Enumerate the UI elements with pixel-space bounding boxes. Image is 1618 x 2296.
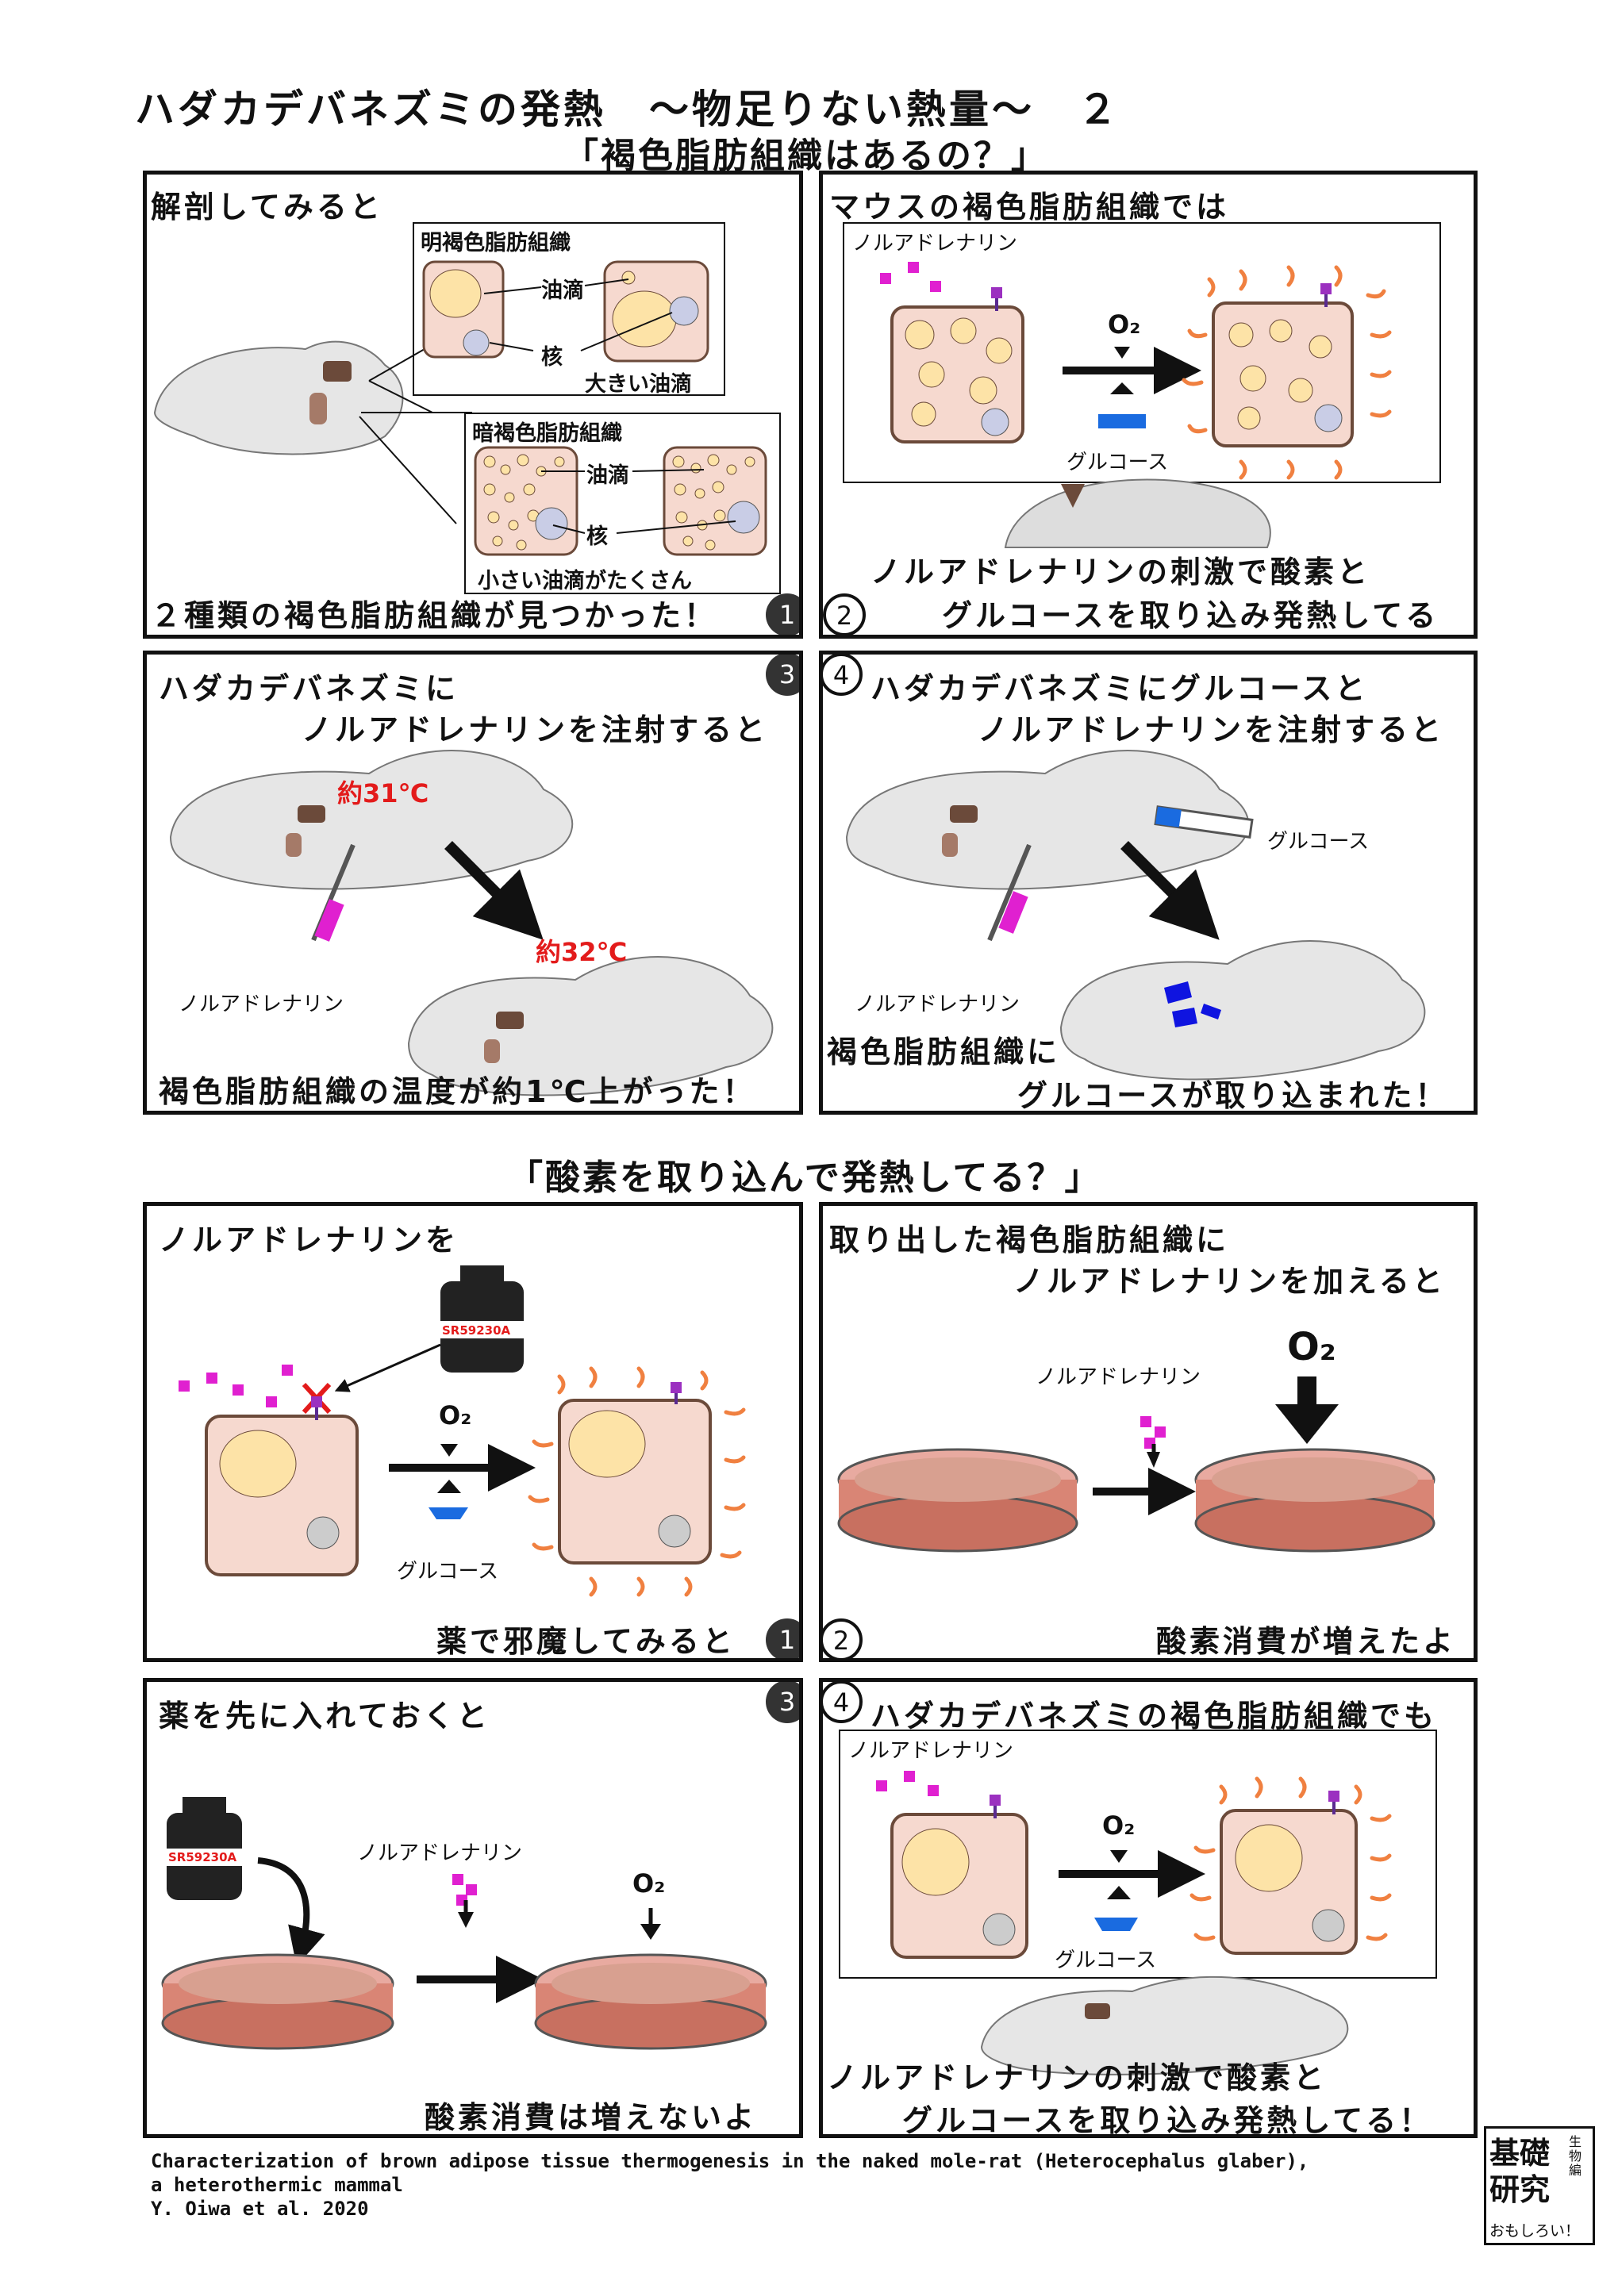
panel-dissection: 解剖してみると 明褐色脂肪組織 油滴 核 大きい油滴 暗褐色脂肪組織 — [143, 171, 803, 639]
drug-label: SR59230A — [168, 1850, 237, 1864]
thermogenesis-diagram — [876, 1771, 1392, 1959]
panel-number: 1 — [766, 593, 799, 635]
panel-nor-injection: ハダカデバネズミに ノルアドレナリンを注射すると 約31℃ 約32℃ ノルアドレ… — [143, 651, 803, 1115]
panel-bottom-caption: ２種類の褐色脂肪組織が見つかった！ — [151, 598, 718, 633]
dark-bat-cells — [474, 446, 767, 556]
lipid-label: 油滴 — [541, 278, 584, 303]
noradrenaline-label: ノルアドレナリン — [855, 993, 1020, 1016]
o2-label: O₂ — [1108, 309, 1141, 340]
mole-rat-glucose-illustration — [845, 750, 1426, 1081]
drug-label: SR59230A — [442, 1323, 511, 1338]
logo-side-text: 生物編 — [1569, 2134, 1582, 2178]
panel-top-caption: 取り出した褐色脂肪組織に — [829, 1223, 1230, 1257]
panel-number: 4 — [823, 655, 863, 696]
glucose-label: グルコース — [1267, 830, 1370, 854]
section-title: 「酸素を取り込んで発熱してる？」 — [508, 1158, 1102, 1198]
panel-mouse-bat: マウスの褐色脂肪組織では ノルアドレナリン — [819, 171, 1478, 639]
panel-number: 1 — [766, 1618, 799, 1658]
panel-number: 2 — [823, 593, 866, 635]
citation-line: Characterization of brown adipose tissue… — [151, 2150, 1309, 2172]
panel-top-caption: マウスの褐色脂肪組織では — [829, 190, 1230, 225]
page-title: ハダカデバネズミの発熱 〜物足りない熱量〜 ２ — [135, 86, 1120, 132]
panel-glucose-injection: ハダカデバネズミにグルコースと ノルアドレナリンを注射すると グルコース ノルア… — [819, 651, 1478, 1115]
mole-rat-illustration — [153, 340, 472, 524]
o2-label: O₂ — [439, 1400, 472, 1430]
panel-top-caption: ノルアドレナリンを注射すると — [978, 712, 1445, 747]
dark-bat-label: 暗褐色脂肪組織 — [472, 421, 622, 446]
panel-number: 2 — [823, 1618, 863, 1658]
o2-label: O₂ — [1102, 1810, 1136, 1841]
glucose-label: グルコース — [1055, 1949, 1157, 1972]
noradrenaline-label: ノルアドレナリン — [848, 1739, 1014, 1763]
logo-sub-text: おもしろい！ — [1489, 2222, 1581, 2240]
logo-main-text: 基礎研究 — [1489, 2136, 1551, 2207]
panel-top-caption: 解剖してみると — [151, 190, 383, 225]
panel-number: 4 — [823, 1682, 863, 1723]
mole-rat-illustration — [980, 1975, 1349, 2075]
panel-bottom-caption: グルコースを取り込み発熱してる — [942, 598, 1439, 633]
light-bat-cells — [422, 260, 709, 363]
panel-bottom-caption: ノルアドレナリンの刺激で酸素と — [827, 2060, 1328, 2095]
lipid-label: 油滴 — [586, 463, 629, 488]
noradrenaline-label: ノルアドレナリン — [852, 232, 1018, 255]
panel-bottom-caption: ノルアドレナリンの刺激で酸素と — [870, 555, 1371, 589]
panel-number: 3 — [766, 1682, 799, 1723]
glucose-label: グルコース — [1066, 451, 1169, 474]
nucleus-label: 核 — [586, 524, 608, 549]
mechanism-box: ノルアドレナリン O₂ グルコース — [839, 1730, 1437, 1979]
page-subtitle: 「褐色脂肪組織はあるの？」 — [563, 136, 1048, 176]
light-bat-box: 明褐色脂肪組織 油滴 核 大きい油滴 — [413, 222, 725, 397]
panel-bottom-caption: グルコースが取り込まれた！ — [1017, 1078, 1449, 1113]
noradrenaline-label: ノルアドレナリン — [357, 1841, 523, 1865]
light-bat-label: 明褐色脂肪組織 — [421, 231, 571, 255]
panel-bottom-caption: 褐色脂肪組織の温度が約1℃上がった！ — [159, 1074, 756, 1109]
panel-number: 3 — [766, 655, 799, 696]
nucleus-label: 核 — [541, 345, 563, 370]
noradrenaline-label: ノルアドレナリン — [1036, 1365, 1201, 1389]
panel-excised-tissue: 取り出した褐色脂肪組織に ノルアドレナリンを加えると ノルアドレナリン O₂ 酸… — [819, 1202, 1478, 1662]
citation-line: Y. Oiwa et al. 2020 — [151, 2198, 369, 2220]
thermogenesis-diagram — [880, 262, 1392, 480]
petri-dish-diagram — [837, 1376, 1435, 1553]
citation-line: a heterothermic mammal — [151, 2174, 403, 2196]
panel-top-caption: ノルアドレナリンを注射すると — [302, 712, 769, 747]
dark-bat-box: 暗褐色脂肪組織 油滴 核 小さい油滴がたくさ — [464, 413, 781, 594]
panel-top-caption: ノルアドレナリンを — [159, 1223, 459, 1257]
panel-top-caption: ハダカデバネズミの褐色脂肪組織でも — [870, 1699, 1438, 1734]
panel-top-caption: ハダカデバネズミに — [159, 671, 459, 706]
panel-bottom-caption: 酸素消費が増えたよ — [1156, 1624, 1457, 1659]
o2-label: O₂ — [1287, 1325, 1336, 1369]
mole-rat-temperature-illustration — [169, 750, 774, 1096]
panel-top-caption: ノルアドレナリンを加えると — [1013, 1264, 1446, 1299]
glucose-label: グルコース — [397, 1560, 499, 1584]
drug-first-diagram — [161, 1797, 767, 2050]
temperature-before: 約31℃ — [337, 778, 429, 808]
temperature-after: 約32℃ — [536, 937, 628, 967]
panel-drug-block: ノルアドレナリンを SR59230A O₂ グルコース 薬で邪魔してみると 1 — [143, 1202, 803, 1662]
drug-block-diagram — [179, 1265, 746, 1597]
panel-top-caption: 薬を先に入れておくと — [159, 1699, 490, 1734]
panel-top-caption: ハダカデバネズミにグルコースと — [870, 671, 1369, 706]
panel-bottom-caption: 薬で邪魔してみると — [436, 1624, 736, 1659]
mouse-illustration — [1004, 478, 1271, 548]
panel-drug-first: 薬を先に入れておくと SR59230A ノルアドレナリン O₂ 酸素消費は増えな… — [143, 1678, 803, 2138]
panel-bottom-caption: 酸素消費は増えないよ — [425, 2100, 758, 2135]
big-droplet-label: 大きい油滴 — [585, 372, 692, 397]
mechanism-box: ノルアドレナリン O₂ グルコース — [843, 222, 1441, 483]
panel-bottom-caption: 褐色脂肪組織に — [827, 1035, 1061, 1069]
noradrenaline-label: ノルアドレナリン — [179, 993, 344, 1016]
series-logo: 基礎研究 生物編 おもしろい！ — [1484, 2126, 1595, 2245]
panel-naked-mole-rat-bat: ハダカデバネズミの褐色脂肪組織でも ノルアドレナリン O₂ グルコース — [819, 1678, 1478, 2138]
panel-bottom-caption: グルコースを取り込み発熱してる！ — [902, 2103, 1433, 2138]
o2-label: O₂ — [632, 1868, 666, 1899]
many-small-droplets-label: 小さい油滴がたくさん — [478, 569, 692, 593]
